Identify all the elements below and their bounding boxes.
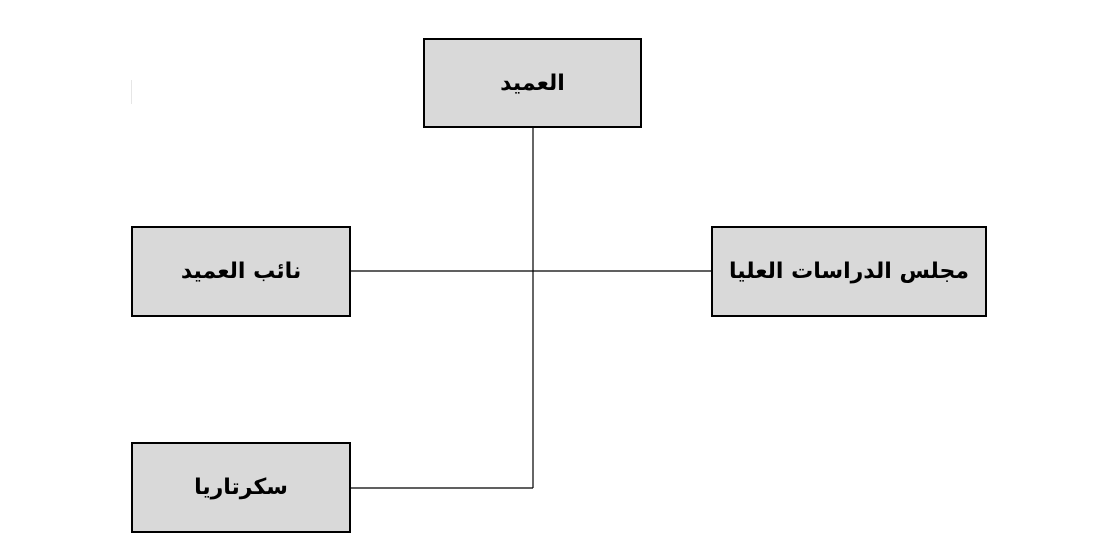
node-secretariat: سكرتاريا: [131, 442, 351, 533]
node-dean-label: العميد: [500, 70, 565, 96]
node-vice-dean: نائب العميد: [131, 226, 351, 317]
node-vice-dean-label: نائب العميد: [180, 259, 302, 284]
decorative-mark: [131, 80, 132, 104]
node-dean: العميد: [423, 38, 642, 128]
node-graduate-council-label: مجلس الدراسات العليا: [728, 259, 970, 284]
node-secretariat-label: سكرتاريا: [194, 475, 288, 500]
node-graduate-council: مجلس الدراسات العليا: [711, 226, 987, 317]
